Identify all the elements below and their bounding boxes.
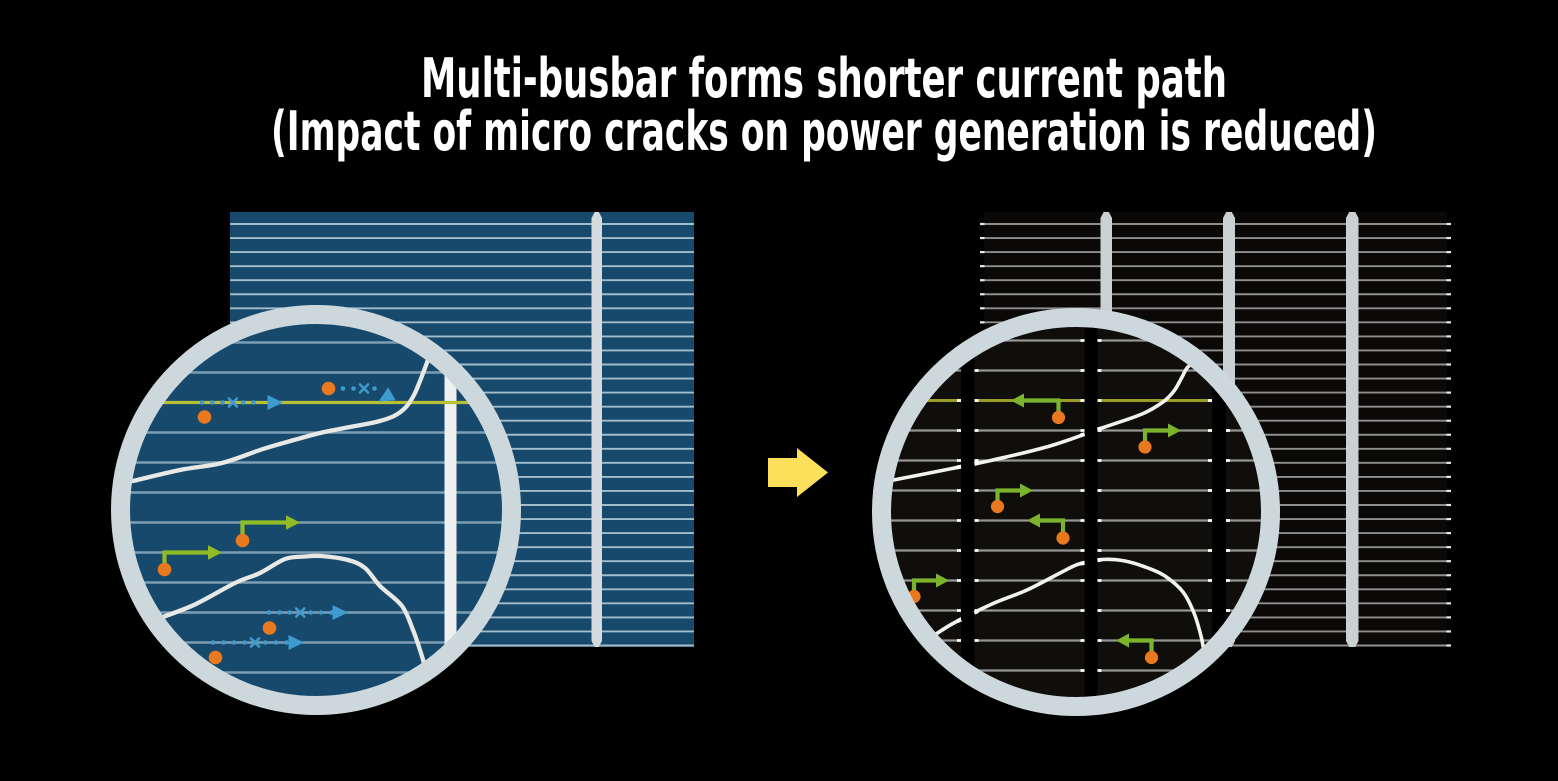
crack-end-cap xyxy=(974,461,979,466)
cell-segment xyxy=(1097,326,1212,698)
single-busbar-magnifier xyxy=(111,305,521,715)
blocked-cross-icon xyxy=(227,397,239,408)
electron-dot xyxy=(1056,531,1070,545)
cell-segment xyxy=(974,326,1085,698)
current-dot xyxy=(340,386,346,391)
short-path-arrowhead-icon xyxy=(1116,633,1129,648)
short-path-arrowhead-icon xyxy=(1168,423,1181,438)
current-dot xyxy=(251,400,256,405)
short-path-arrowhead-icon xyxy=(1027,513,1040,528)
current-dot xyxy=(318,610,324,615)
current-dot xyxy=(284,640,289,645)
crack-end-cap xyxy=(973,609,979,615)
magnified-busbar-gap xyxy=(961,326,975,698)
magnifier-bg xyxy=(128,322,504,698)
electron-dot xyxy=(1144,650,1159,665)
crack-end-cap xyxy=(1097,557,1102,563)
short-path-arrowhead-icon xyxy=(1020,483,1033,498)
short-current-path-arrow xyxy=(990,483,1033,514)
current-dot xyxy=(287,610,293,615)
current-dot xyxy=(273,640,279,645)
magnifier-content xyxy=(890,326,1262,698)
crack-end-cap xyxy=(956,464,962,470)
blocked-cross-icon xyxy=(358,383,370,394)
crack-end-cap xyxy=(1096,426,1102,432)
electron-dot xyxy=(197,410,212,424)
long-current-path-arrow xyxy=(340,383,396,402)
crack-end-cap xyxy=(1080,561,1085,566)
magnifier-ring xyxy=(111,305,521,715)
micro-crack-line xyxy=(890,360,1203,483)
current-arrowhead-icon xyxy=(267,395,283,410)
long-current-path-arrow xyxy=(266,605,348,620)
current-dot xyxy=(351,386,356,391)
micro-crack-line xyxy=(130,354,432,484)
magnified-busbar xyxy=(444,323,457,697)
electron-dot xyxy=(321,381,336,396)
busbar xyxy=(591,212,602,647)
busbar xyxy=(1346,212,1359,647)
electron-dot xyxy=(235,533,250,548)
short-path-arrowhead-icon xyxy=(286,515,300,530)
crack-end-cap xyxy=(956,617,962,624)
short-current-path-arrow xyxy=(235,515,300,548)
current-dot xyxy=(277,610,282,615)
electron-dot xyxy=(1138,440,1152,454)
current-arrowhead-icon xyxy=(332,605,348,620)
blocked-cross-icon xyxy=(249,637,261,648)
magnified-busbar-gap xyxy=(1212,326,1226,698)
current-dot xyxy=(263,640,268,645)
short-path-arrowhead-icon xyxy=(1011,393,1024,408)
electron-dot xyxy=(208,650,223,665)
micro-crack-line xyxy=(924,557,1206,654)
crack-end-cap xyxy=(1080,432,1086,438)
multi-busbar-magnifier xyxy=(872,308,1280,716)
long-current-path-arrow xyxy=(210,635,304,650)
current-arrowhead-icon xyxy=(378,387,396,402)
short-current-path-arrow xyxy=(1027,513,1070,545)
current-dot xyxy=(199,400,205,405)
blocked-cross-icon xyxy=(294,607,306,618)
current-dot xyxy=(210,640,216,645)
micro-crack-line xyxy=(160,553,427,666)
current-dot xyxy=(372,386,377,391)
short-path-arrowhead-icon xyxy=(208,545,222,560)
magnified-busbar-gap xyxy=(1084,326,1098,698)
electron-dot xyxy=(1051,410,1066,425)
title-line-1: Multi-busbar forms shorter current path xyxy=(421,47,1227,110)
short-current-path-arrow xyxy=(1116,633,1159,665)
current-dot xyxy=(308,610,313,615)
short-current-path-arrow xyxy=(157,545,222,577)
current-dot xyxy=(240,400,246,405)
short-path-arrowhead-icon xyxy=(936,573,949,588)
electron-dot xyxy=(262,621,277,635)
short-current-path-arrow xyxy=(1011,393,1066,425)
current-dot xyxy=(266,610,272,615)
current-dot xyxy=(220,400,225,405)
short-current-path-arrow xyxy=(1138,423,1181,454)
current-dot xyxy=(210,400,215,405)
transition-arrow-icon xyxy=(768,448,828,497)
magnifier-content xyxy=(129,323,503,697)
current-dot xyxy=(242,640,247,645)
current-arrowhead-icon xyxy=(288,635,304,650)
long-current-path-arrow xyxy=(199,395,283,410)
magnifier-ring xyxy=(872,308,1280,716)
electron-dot xyxy=(990,499,1005,514)
current-dot xyxy=(221,640,226,645)
electron-dot xyxy=(157,562,172,577)
title-line-2: (Impact of micro cracks on power generat… xyxy=(271,100,1377,163)
current-dot xyxy=(231,640,237,645)
